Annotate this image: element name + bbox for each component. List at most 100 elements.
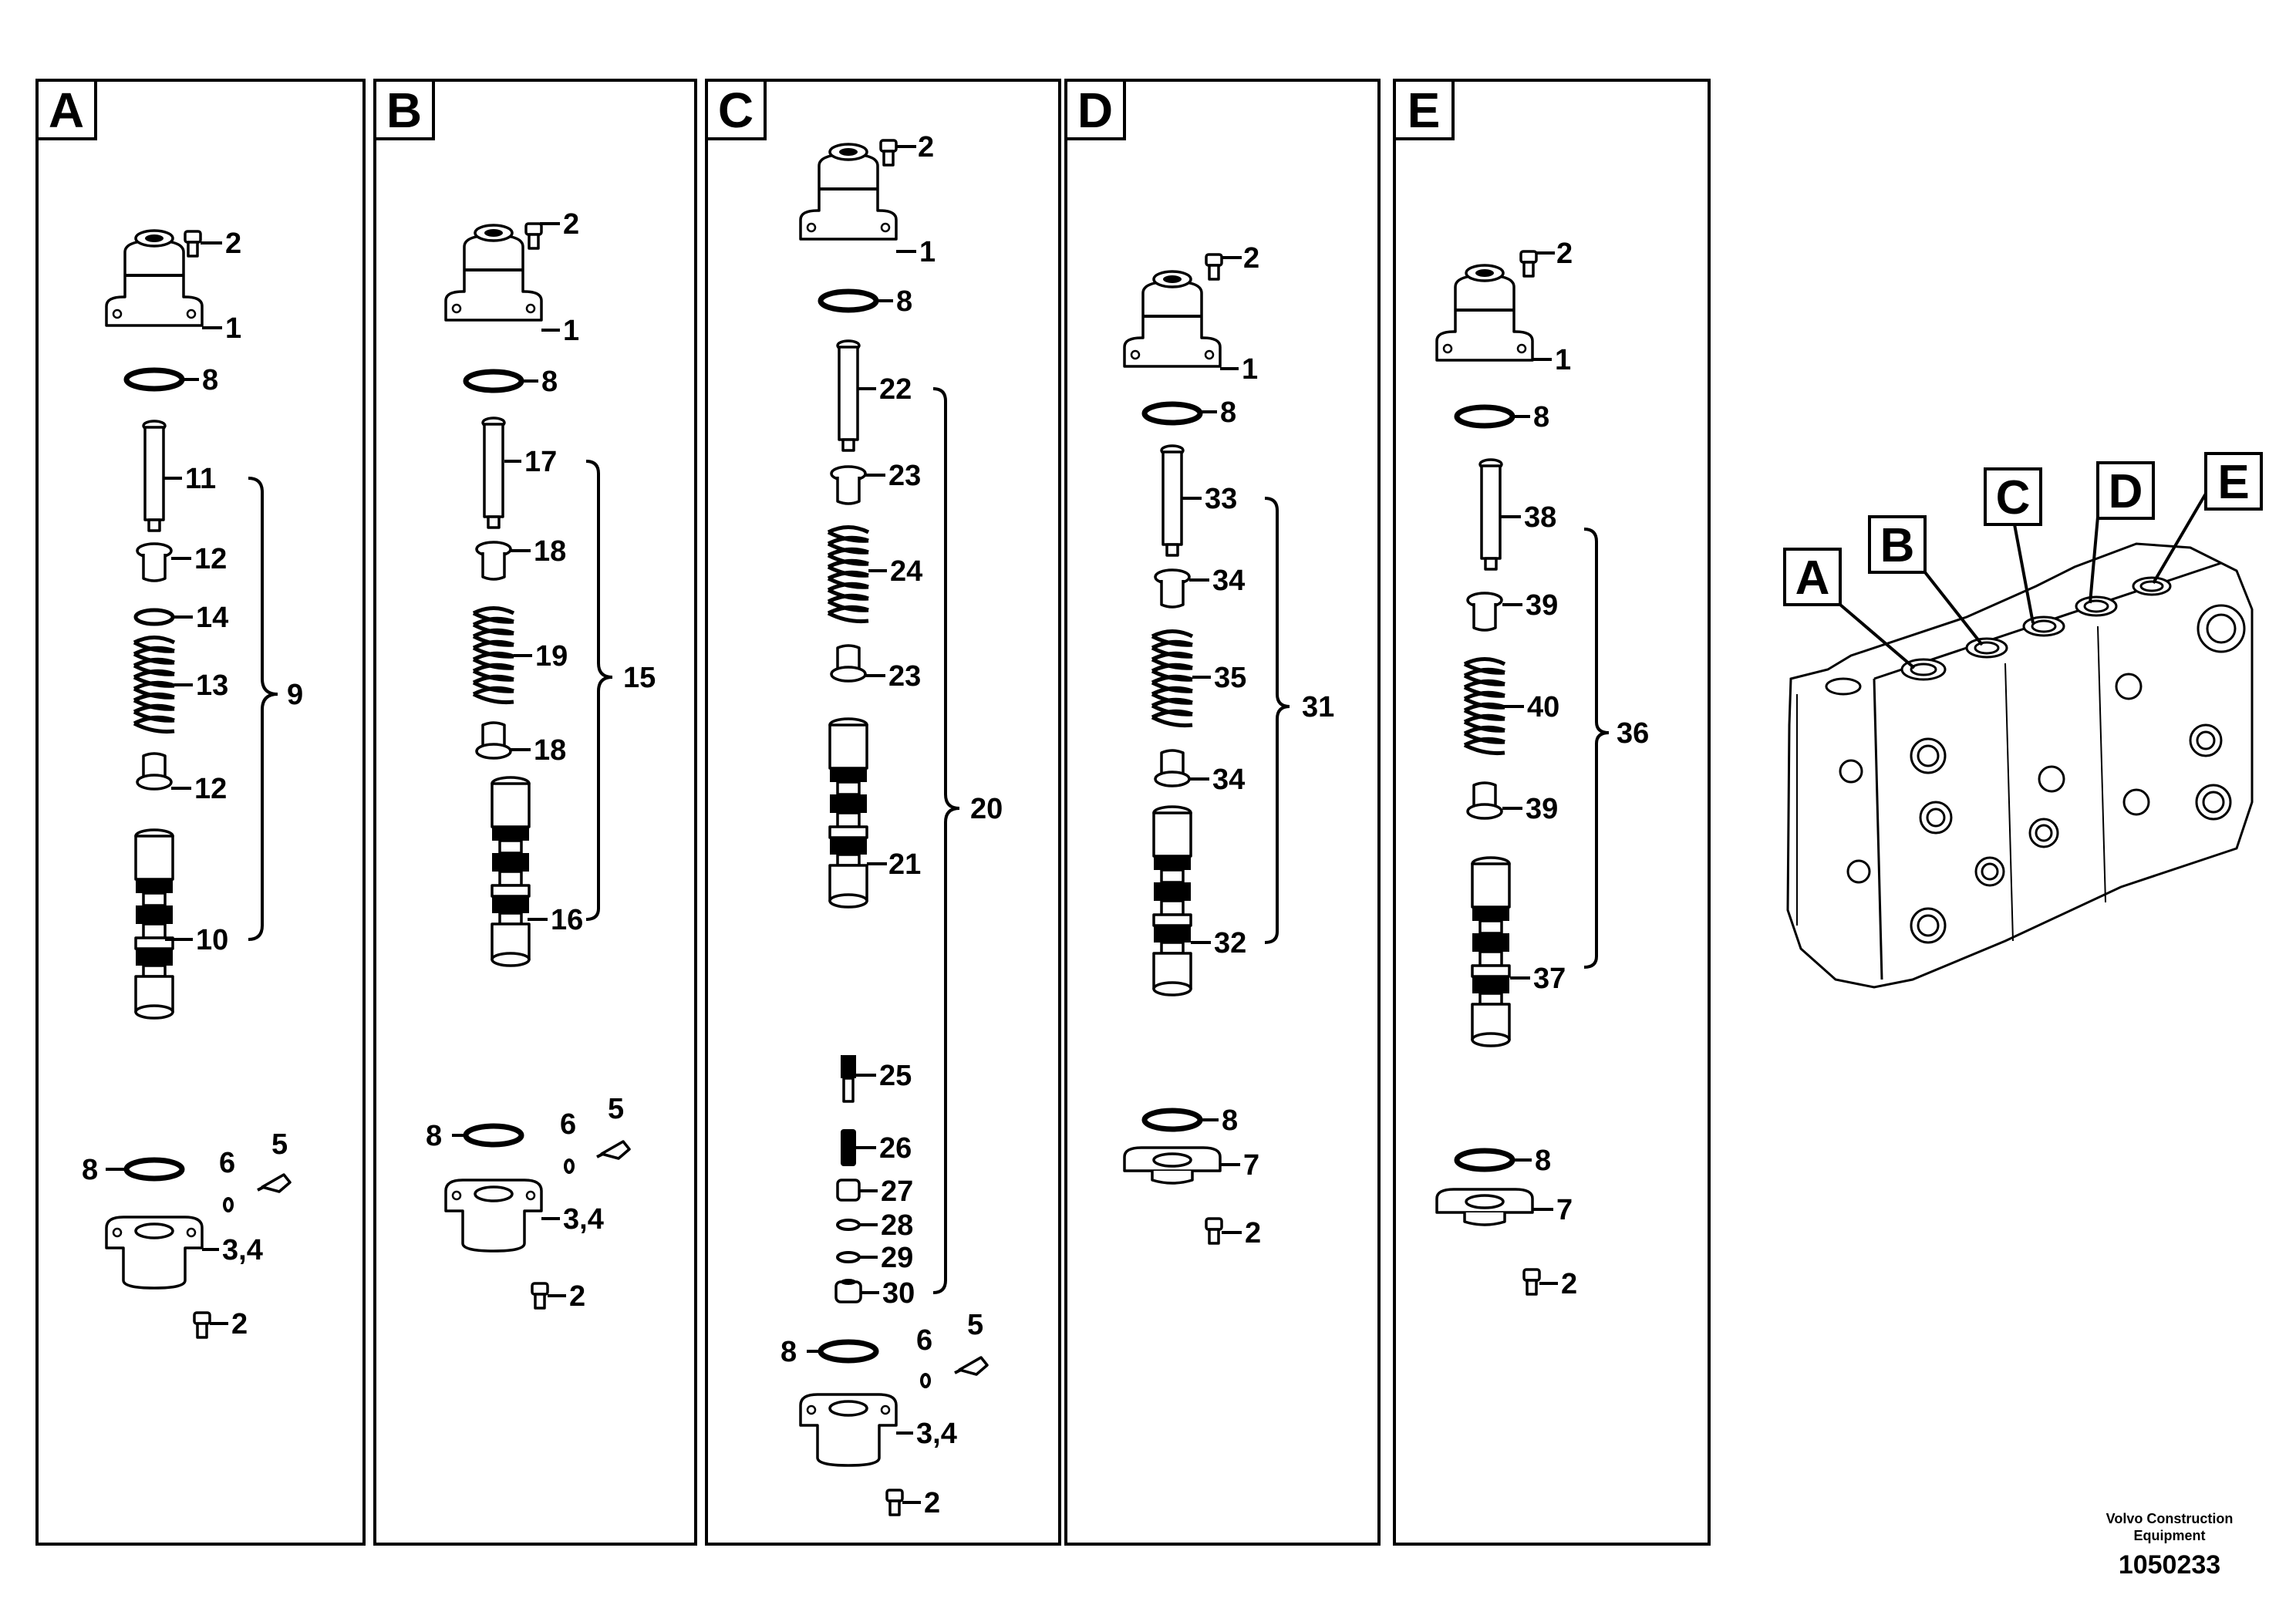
part-number-label: 38	[1524, 501, 1556, 534]
part-spring-seat	[830, 465, 867, 505]
part-screw	[524, 222, 543, 250]
part-pin	[142, 420, 167, 532]
panel-b-frame	[373, 79, 697, 1546]
part-spool	[134, 828, 174, 1020]
part-plug	[953, 1356, 989, 1376]
part-o-ring	[1457, 407, 1512, 426]
panel-a: A 2 1 8 11 12 14 13 12 10	[35, 79, 366, 1546]
part-o-ring-lower	[1457, 1151, 1512, 1169]
part-o-ring-lower	[1145, 1111, 1200, 1129]
part-number-label: 5	[608, 1093, 624, 1125]
part-screw-lower	[885, 1489, 904, 1516]
part-screw	[1519, 250, 1538, 278]
part-bottom-housing	[444, 1179, 543, 1253]
panel-d-frame	[1064, 79, 1381, 1546]
panel-a-letter: A	[49, 83, 84, 138]
part-top-cover	[799, 143, 898, 241]
part-small-seal	[564, 1158, 575, 1174]
part-number-label: 17	[524, 446, 557, 478]
callout-a: A	[1783, 548, 1916, 669]
part-number-label: 15	[623, 662, 656, 694]
part-number-label: 6	[219, 1147, 235, 1179]
part-spring-seat-lower	[830, 644, 867, 683]
part-spring-seat	[475, 541, 512, 581]
part-number-label: 22	[879, 373, 912, 406]
part-plug	[256, 1173, 292, 1193]
part-o-ring	[821, 292, 876, 310]
part-number-label: 1	[225, 312, 241, 345]
callout-d: D	[2089, 461, 2155, 604]
part-ring	[836, 1251, 861, 1263]
part-number-label: 6	[916, 1324, 932, 1357]
part-number-label: 2	[1556, 238, 1573, 270]
part-pin	[1478, 458, 1503, 571]
panel-a-frame	[35, 79, 366, 1546]
part-collar	[836, 1179, 861, 1202]
part-spring-seat-lower	[1154, 749, 1191, 787]
part-number-label: 8	[1222, 1104, 1238, 1137]
part-number-label: 13	[196, 669, 228, 702]
part-number-label: 19	[535, 640, 568, 673]
part-number-label: 8	[541, 366, 558, 398]
part-spring-seat	[136, 542, 173, 582]
part-number-label: 6	[560, 1108, 576, 1141]
part-number-label: 7	[1556, 1194, 1573, 1226]
part-screw-lower	[1522, 1268, 1541, 1296]
part-screw	[184, 230, 202, 258]
part-spring	[1465, 659, 1505, 754]
panel-d: D 2 1 8 33 34 35 34 32 31 8 7 2	[1064, 79, 1381, 1546]
part-washer	[136, 610, 173, 624]
part-spring	[474, 609, 514, 703]
panel-b: B 2 1 8 17 18 19 18 16 15 8	[373, 79, 697, 1546]
part-number-label: 28	[881, 1209, 913, 1242]
part-number-label: 1	[1242, 353, 1258, 386]
panel-c-letter: C	[718, 83, 754, 138]
valve-block-overview: A B C D E	[1783, 452, 2263, 989]
part-o-ring-lower	[126, 1160, 182, 1179]
panel-e-letter: E	[1408, 83, 1441, 138]
part-number-label: 2	[1561, 1268, 1577, 1300]
part-number-label: 39	[1526, 793, 1558, 825]
part-number-label: 21	[888, 848, 921, 881]
part-number-label: 7	[1243, 1149, 1259, 1182]
part-spool	[828, 717, 868, 909]
company-name-line1: Volvo Construction	[2106, 1511, 2234, 1526]
part-number-label: 2	[225, 228, 241, 260]
part-spring-seat	[1466, 592, 1503, 632]
part-number-label: 5	[967, 1309, 983, 1341]
part-number-label: 23	[888, 460, 921, 492]
part-bottom-housing	[799, 1393, 898, 1467]
part-number-label: 16	[551, 904, 583, 936]
panel-b-letter: B	[386, 83, 422, 138]
part-number-label: 8	[896, 285, 912, 318]
part-number-label: 27	[881, 1175, 913, 1208]
part-number-label: 37	[1533, 963, 1566, 995]
callout-c: C	[1984, 467, 2042, 624]
part-number-label: 36	[1617, 717, 1649, 750]
part-number-label: 14	[196, 602, 228, 634]
part-number-label: 2	[569, 1280, 585, 1313]
part-screw	[1205, 253, 1223, 281]
part-number-label: 35	[1214, 662, 1246, 694]
part-number-label: 8	[1533, 401, 1549, 433]
part-number-label: 23	[888, 660, 921, 693]
drawing-reference-number: 1050233	[2118, 1550, 2221, 1580]
part-top-cover	[444, 224, 543, 322]
part-top-cover	[1123, 270, 1222, 368]
part-pin	[481, 416, 506, 529]
part-spring-seat	[1154, 568, 1191, 609]
part-bottom-housing	[105, 1216, 204, 1290]
part-number-label: 30	[882, 1277, 915, 1310]
part-number-label: 2	[1243, 242, 1259, 275]
part-number-label: 24	[890, 555, 922, 588]
part-number-label: 9	[287, 679, 303, 711]
part-number-label: 12	[194, 773, 227, 805]
part-o-ring	[1145, 404, 1200, 423]
part-screw-lower	[193, 1311, 211, 1339]
part-screw	[879, 139, 898, 167]
part-number-label: 3,4	[916, 1418, 957, 1450]
part-number-label: 32	[1214, 927, 1246, 959]
panel-d-letter: D	[1077, 83, 1113, 138]
part-number-label: 2	[918, 131, 934, 164]
